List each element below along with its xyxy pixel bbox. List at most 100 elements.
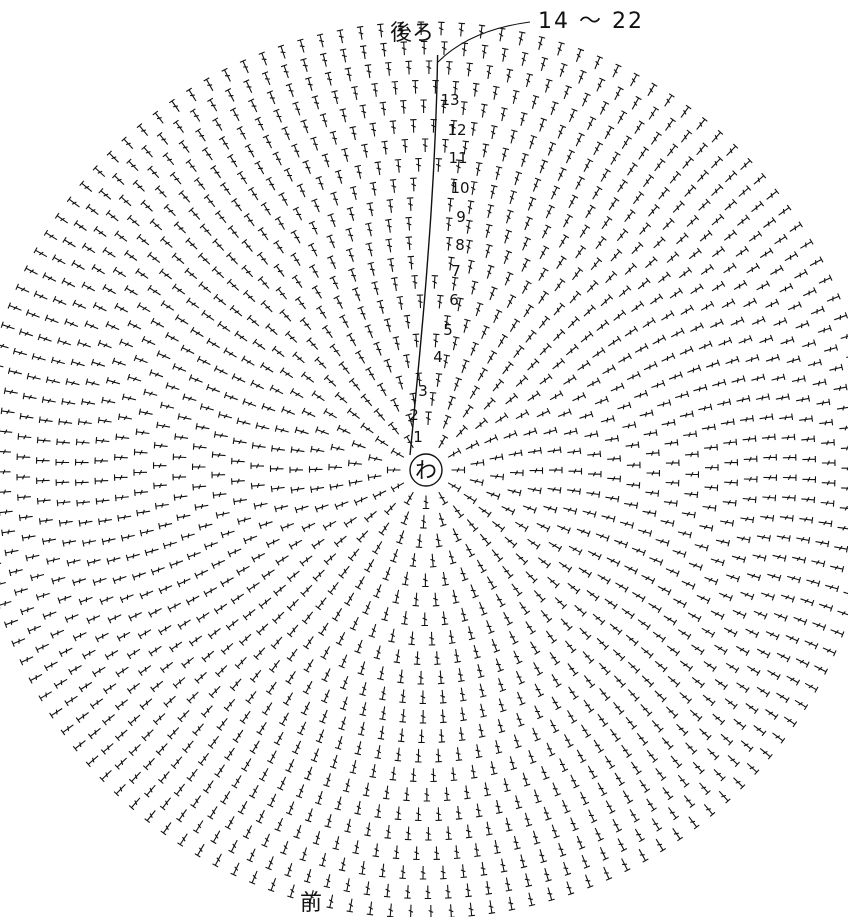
stitch-mark [227,154,237,167]
stitch-mark [280,309,291,321]
stitch-mark [451,767,457,780]
stitch-mark [199,282,211,293]
stitch-mark [315,791,322,804]
stitch-mark [554,303,565,315]
stitch-mark [388,467,401,473]
stitch-mark [103,247,116,257]
stitch-mark [686,743,697,755]
stitch-mark [243,609,255,620]
stitch-mark [275,425,288,432]
stitch-mark [796,659,809,668]
stitch-mark [300,318,311,330]
stitch-mark [563,862,571,875]
stitch-mark [251,483,264,489]
stitch-mark [330,484,343,491]
stitch-mark [838,611,848,618]
stitch-mark [506,818,513,831]
stitch-mark [680,411,693,418]
stitch-mark [539,268,549,281]
stitch-mark [181,345,194,354]
stitch-mark [481,862,487,875]
stitch-mark [309,265,318,278]
stitch-mark [36,644,49,652]
stitch-mark [817,399,830,406]
stitch-mark [220,791,230,804]
stitch-mark [834,384,847,391]
stitch-mark [302,408,315,417]
stitch-mark [499,699,507,712]
stitch-mark [375,745,381,758]
stitch-mark [300,848,307,861]
stitch-mark [698,404,711,411]
stitch-mark [330,276,339,289]
stitch-mark [172,253,184,264]
stitch-mark [627,482,640,488]
stitch-mark [145,549,158,556]
stitch-mark [819,275,832,284]
stitch-mark [539,291,549,304]
stitch-mark [538,558,550,569]
stitch-mark [353,840,359,853]
stitch-mark [388,422,399,434]
stitch-mark [490,474,503,480]
stitch-mark [440,690,446,703]
stitch-mark [256,624,268,635]
stitch-mark [505,537,517,548]
stitch-mark [390,549,397,562]
stitch-mark [189,375,202,383]
stitch-mark [295,506,308,513]
stitch-mark [773,733,785,743]
stitch-mark [302,612,313,624]
stitch-mark [384,319,391,332]
stitch-mark [411,276,417,289]
stitch-mark [486,244,493,257]
stitch-mark [154,483,167,489]
stitch-mark [148,166,159,178]
stitch-mark [834,546,847,552]
stitch-mark [301,702,310,715]
stitch-mark [600,847,608,860]
stitch-mark [461,864,467,877]
stitch-mark [754,611,767,619]
stitch-mark [182,741,193,753]
stitch-mark [446,826,452,839]
stitch-mark [275,217,284,230]
stitch-mark [291,487,304,494]
stitch-mark [528,359,540,370]
stitch-mark [80,181,92,192]
stitch-mark [454,378,461,391]
stitch-mark [315,357,326,369]
stitch-mark [540,160,548,173]
stitch-mark [440,709,446,722]
stitch-mark [760,515,773,521]
stitch-mark [272,612,283,623]
stitch-mark [297,184,305,197]
stitch-mark [266,324,278,335]
stitch-mark [525,873,532,886]
stitch-mark [569,468,582,474]
stitch-mark [172,284,184,294]
stitch-mark [404,885,410,898]
stitch-mark [37,457,50,463]
stitch-mark [565,641,576,653]
stitch-mark [339,362,350,374]
stitch-mark [335,502,348,510]
stitch-mark [292,741,300,754]
stitch-mark [144,785,155,797]
stitch-mark [794,617,807,625]
stitch-mark [638,620,650,630]
stitch-mark [189,636,201,646]
stitch-mark [286,671,296,684]
stitch-mark [117,632,130,641]
stitch-mark [772,374,785,381]
stitch-mark [304,767,312,780]
stitch-mark [221,643,233,654]
stitch-mark [224,348,237,358]
stitch-mark [191,327,204,336]
stitch-mark [377,383,386,396]
stitch-mark [256,423,269,430]
stitch-mark [491,185,498,198]
stitch-mark [20,657,33,666]
stitch-mark [101,744,113,755]
stitch-mark [704,804,715,816]
